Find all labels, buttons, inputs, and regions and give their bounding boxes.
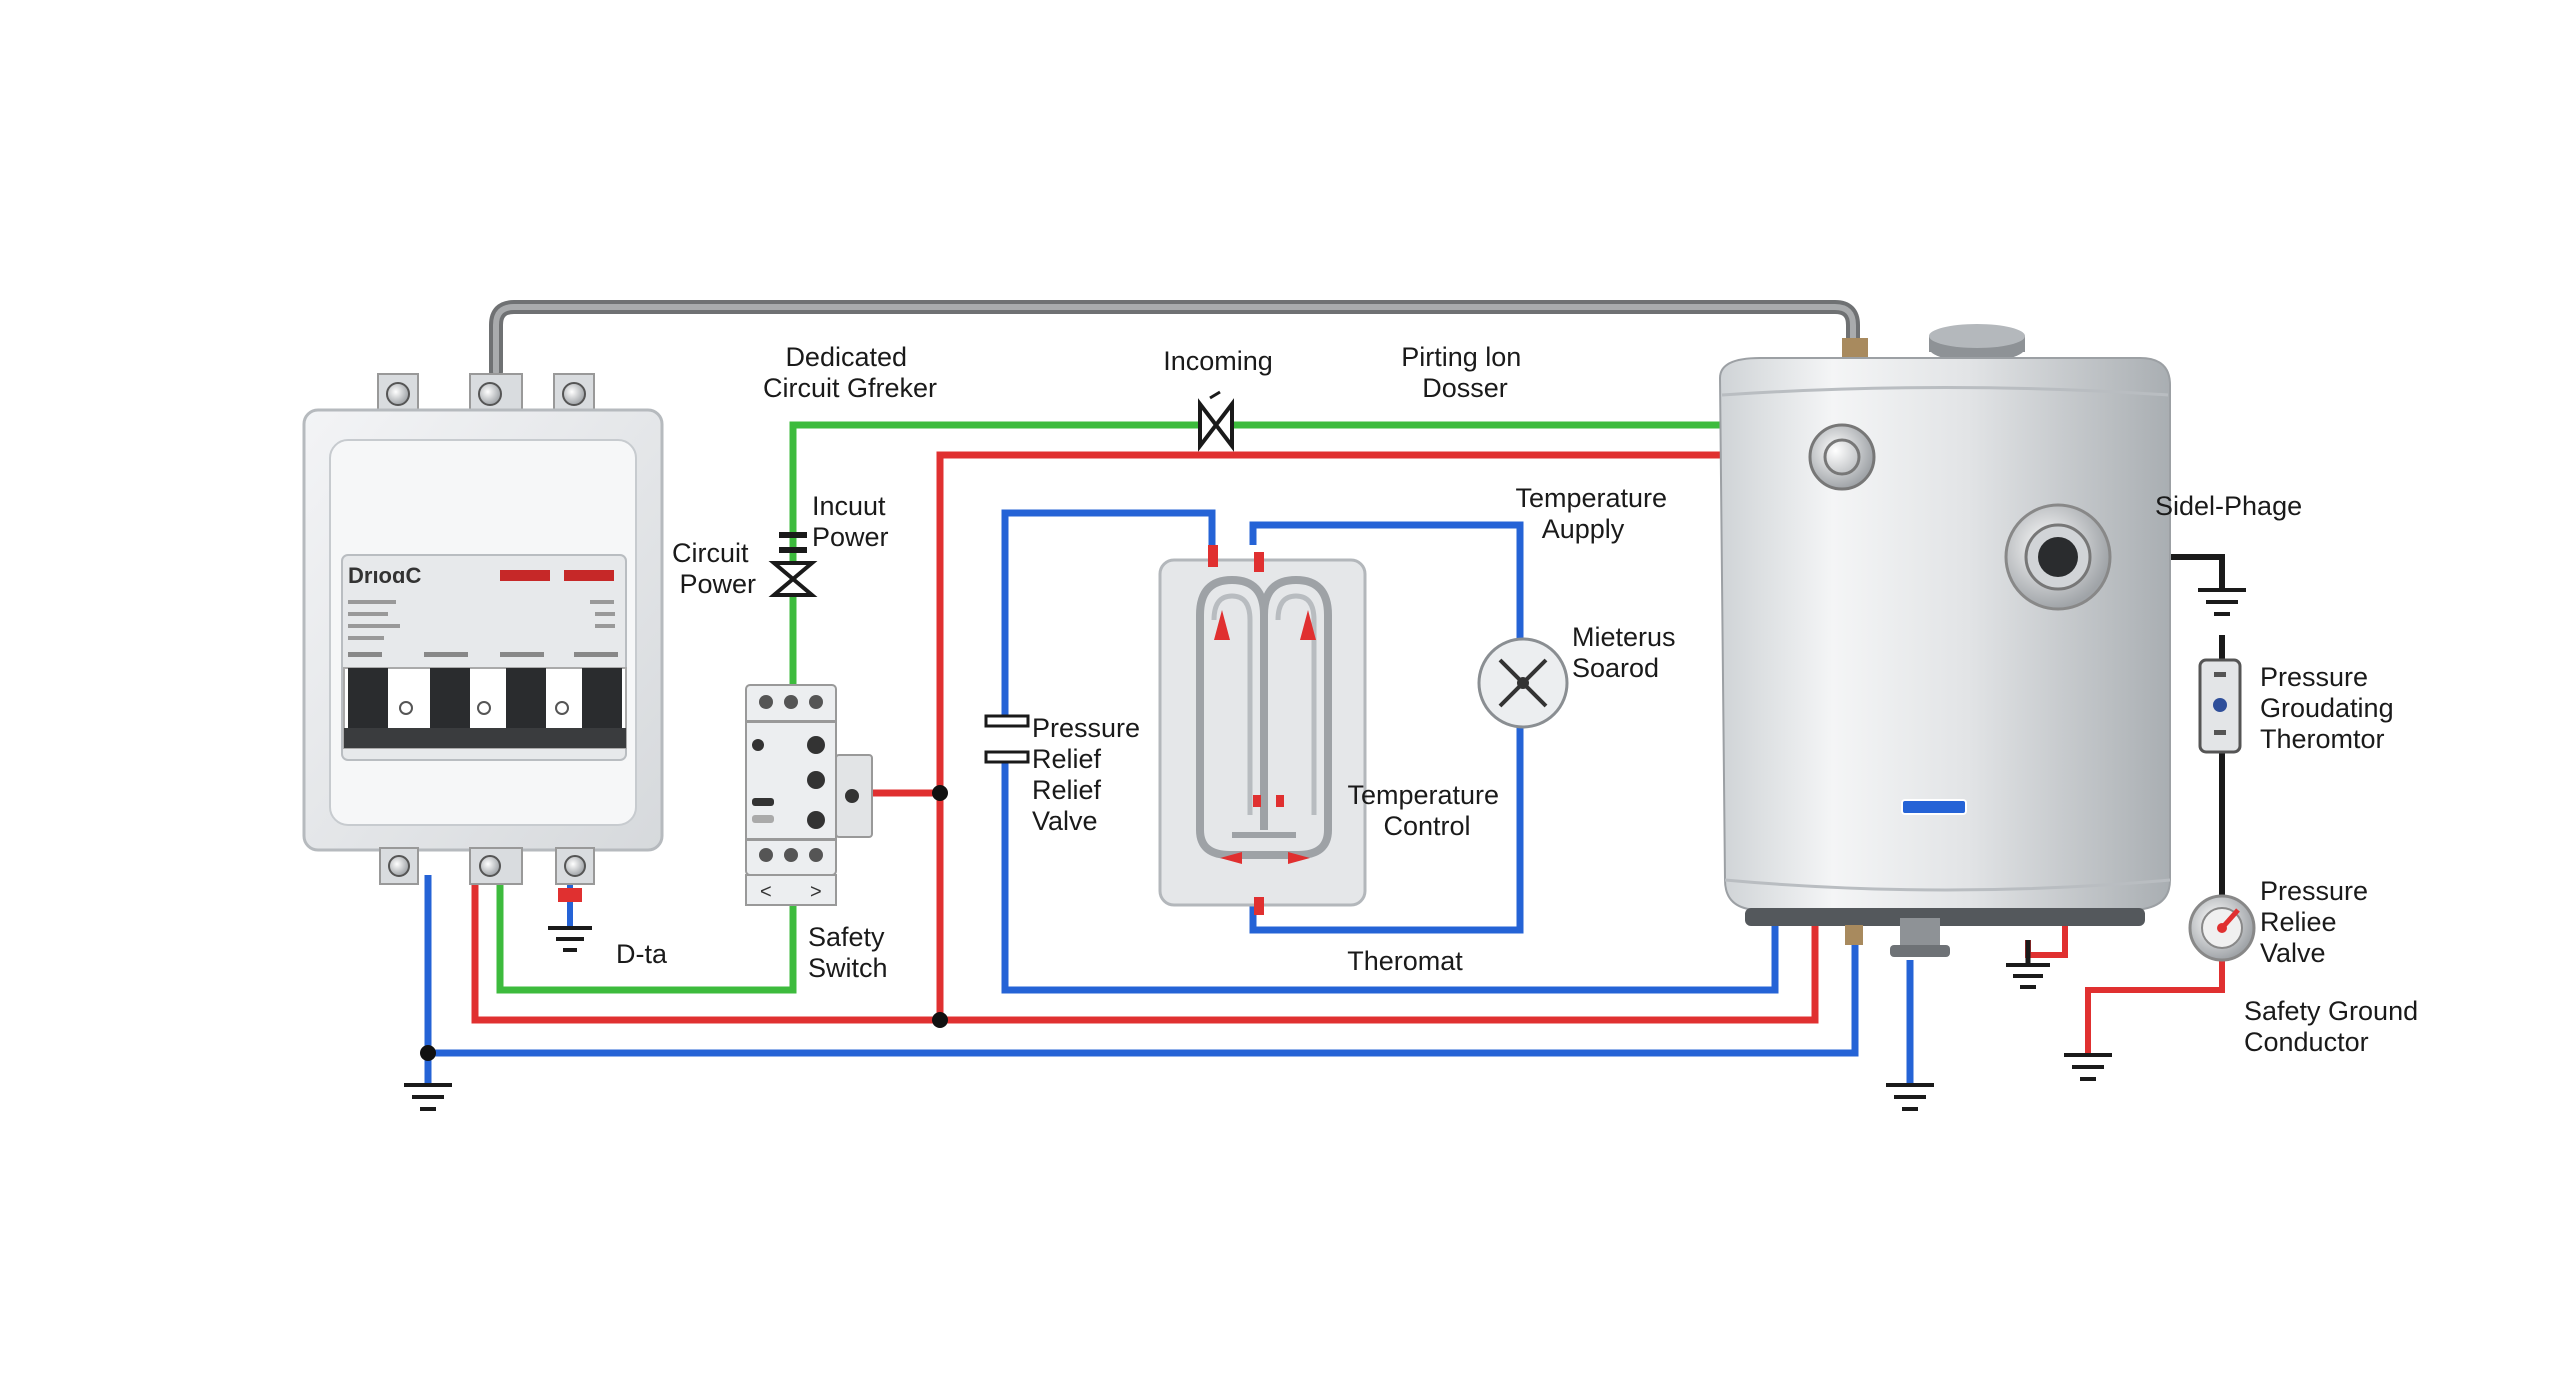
red-wire-bottom xyxy=(471,875,1819,1024)
ground-icon xyxy=(2006,963,2050,989)
ground-symbols xyxy=(404,588,2246,1111)
label-safety-ground: Safety Ground Conductor xyxy=(2244,996,2426,1057)
label-pressure-relief-valve: Pressure Relief Relief Valve xyxy=(1032,713,1148,836)
circuit-power-valve-icon xyxy=(768,532,818,597)
wires xyxy=(420,300,2225,1085)
breaker-switches xyxy=(343,667,627,749)
label-pressure-reliee-valve: Pressure Reliee Valve xyxy=(2260,876,2376,968)
green-wire xyxy=(496,421,1840,994)
label-incoming: Incoming xyxy=(1163,346,1273,376)
breaker-panel: DrıoɑC xyxy=(302,373,664,885)
junction-dot xyxy=(932,1012,948,1028)
panel-terminals-bottom xyxy=(379,847,595,885)
label-temperature-supply: Temperature Aupply xyxy=(1515,483,1674,544)
panel-terminals-top xyxy=(377,373,595,415)
tank-badge xyxy=(1901,799,1967,815)
panel-brand: DrıoɑC xyxy=(348,563,421,588)
incoming-valve-icon xyxy=(1198,390,1234,452)
label-pressure-grounding: Pressure Groudating Theromtor xyxy=(2260,662,2401,754)
label-dedicated-circuit: Dedicated Circuit Gfreker xyxy=(763,342,937,403)
label-theromat: Theromat xyxy=(1347,946,1463,976)
label-incut-power: Incuut Power xyxy=(812,491,893,552)
water-heater-tank xyxy=(1718,324,2171,957)
svg-text:<: < xyxy=(760,881,772,903)
ground-icon xyxy=(404,1083,452,1111)
label-single-phase: Sidel-Phage xyxy=(2155,491,2302,521)
blue-wire-bottom xyxy=(424,875,1859,1057)
label-circuit-power: Circuit Power xyxy=(672,538,756,599)
thermostat-device xyxy=(2198,658,2242,754)
red-wire-top xyxy=(936,451,1855,1020)
pressure-gauge-icon xyxy=(2188,894,2256,962)
ground-icon xyxy=(548,926,592,952)
svg-text:>: > xyxy=(810,881,822,903)
blue-wire-loop xyxy=(1001,509,1779,994)
junction-dot xyxy=(932,785,948,801)
pressure-relief-capacitor-icon xyxy=(984,714,1030,764)
junction-dot xyxy=(420,1045,436,1061)
panel-fine-print xyxy=(348,600,618,657)
meter-icon xyxy=(1477,637,1569,729)
ground-icon xyxy=(2064,1053,2112,1081)
label-d-ta: D-ta xyxy=(616,939,668,969)
label-piping: Pirting lon Dosser xyxy=(1401,342,1529,403)
ground-icon xyxy=(2198,588,2246,616)
label-mieterus: Mieterus Soarod xyxy=(1572,622,1683,683)
red-wire-ground xyxy=(2085,960,2225,1055)
safety-switch: < > xyxy=(745,684,873,906)
labels: Dedicated Circuit Gfreker Incoming Pirti… xyxy=(616,342,2426,1057)
heating-element xyxy=(1158,545,1367,915)
label-safety-switch: Safety Switch xyxy=(808,922,892,983)
ground-icon xyxy=(1886,1083,1934,1111)
label-temperature-control: Temperature Control xyxy=(1347,780,1506,841)
